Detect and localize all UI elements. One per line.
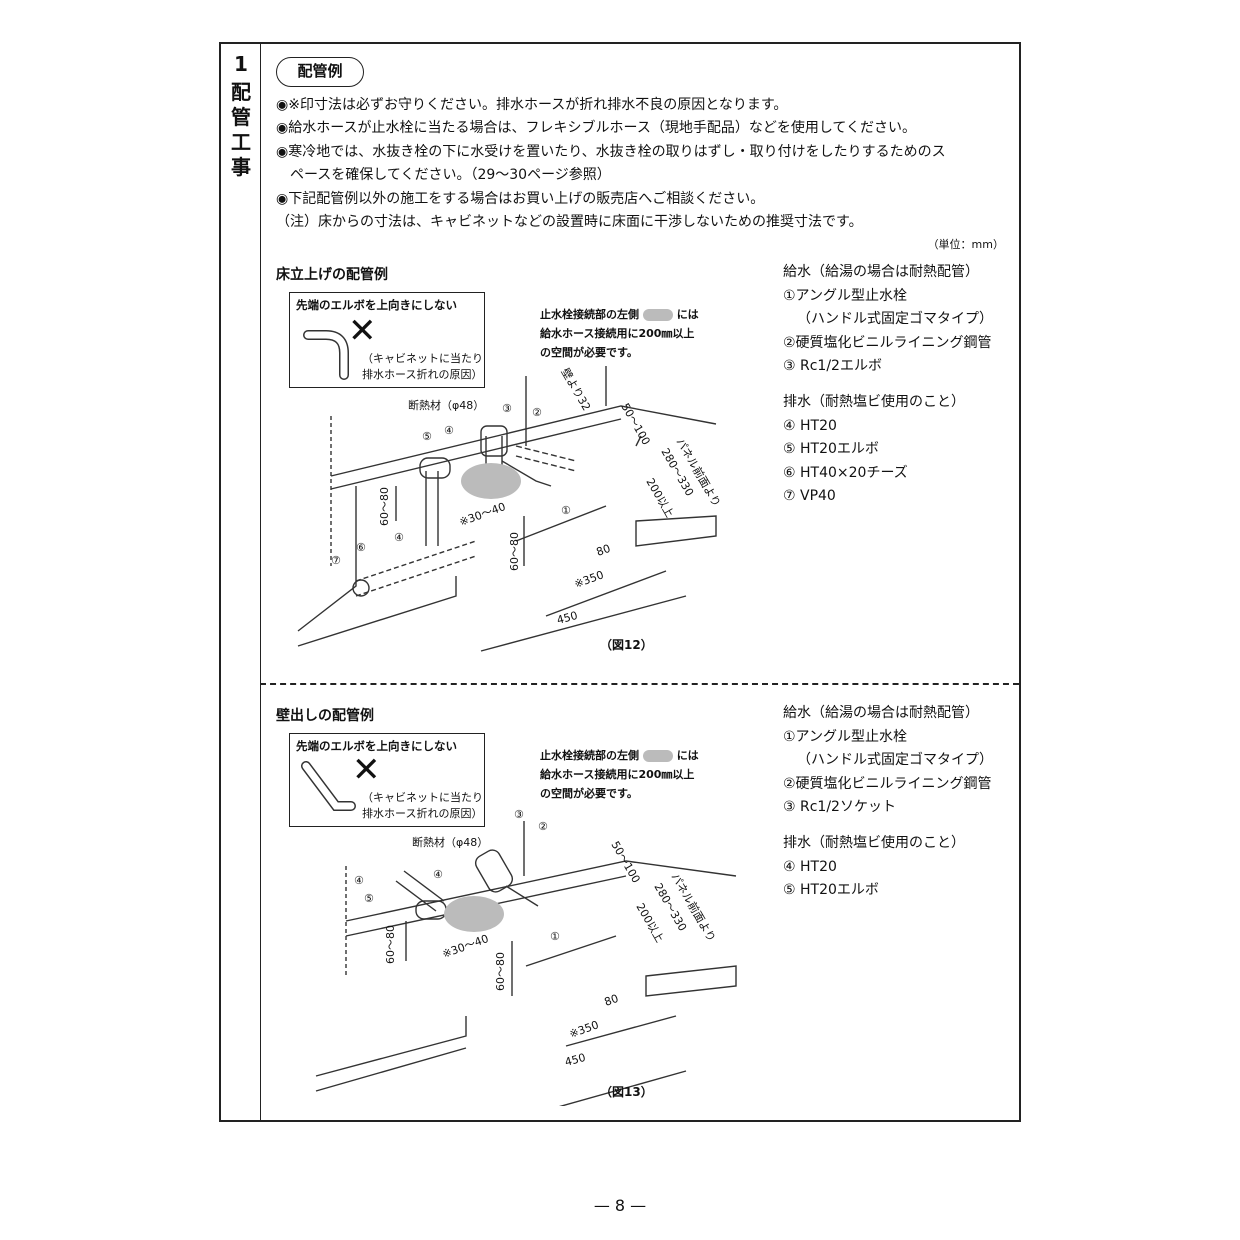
req-text: には bbox=[676, 308, 699, 321]
svg-text:②: ② bbox=[538, 820, 548, 833]
legend-item: ⑦ VP40 bbox=[783, 488, 836, 505]
gray-area-icon bbox=[642, 309, 673, 321]
dim-label: 80 bbox=[603, 992, 621, 1009]
note-line: ◉下記配管例以外の施工をする場合はお買い上げの販売店へご相談ください。 bbox=[276, 191, 765, 207]
legend-heading: 排水（耐熱塩ビ使用のこと） bbox=[783, 393, 965, 410]
legend-item: ③ Rc1/2エルボ bbox=[783, 358, 882, 375]
note-line: ペースを確保してください。（29～30ページ参照） bbox=[276, 167, 611, 183]
section-title: 配 管 工 事 bbox=[221, 80, 261, 180]
elbow-icon bbox=[303, 330, 349, 380]
heading-pill: 配管例 bbox=[276, 57, 364, 87]
unit-label: （単位：mm） bbox=[927, 238, 1004, 251]
callout-title: 先端のエルボを上向きにしない bbox=[296, 298, 457, 312]
legend-item: ①アングル型止水栓 bbox=[783, 728, 907, 745]
legend-item: ⑤ HT20エルボ bbox=[783, 882, 879, 899]
section1-title: 床立上げの配管例 bbox=[276, 267, 388, 283]
legend-item: （ハンドル式固定ゴマタイプ） bbox=[797, 311, 993, 328]
legend-item: ⑥ HT40×20チーズ bbox=[783, 464, 908, 481]
svg-text:⑦: ⑦ bbox=[331, 554, 341, 567]
svg-text:④: ④ bbox=[354, 874, 364, 887]
section-title-char: 管 bbox=[231, 105, 251, 129]
section2-title: 壁出しの配管例 bbox=[276, 708, 374, 724]
callout-text: 排水ホース折れの原因） bbox=[362, 807, 483, 820]
legend-item: ②硬質塩化ビニルライニング鋼管 bbox=[783, 775, 992, 792]
space-requirement: 止水栓接続部の左側 には 給水ホース接続用に200㎜以上 の空間が必要です。 bbox=[540, 305, 699, 362]
parts-legend: 給水（給湯の場合は耐熱配管） ①アングル型止水栓 （ハンドル式固定ゴマタイプ） … bbox=[783, 702, 993, 903]
legend-heading: 排水（耐熱塩ビ使用のこと） bbox=[783, 834, 965, 851]
section-number: 1 bbox=[234, 52, 248, 76]
piping-diagram-floor: 断熱材（φ48） 50～100 パネル前面より 280～330 200以上 60… bbox=[297, 366, 724, 652]
parts-legend: 給水（給湯の場合は耐熱配管） ①アングル型止水栓 （ハンドル式固定ゴマタイプ） … bbox=[783, 261, 993, 509]
elbow-icon bbox=[301, 761, 356, 811]
svg-text:③: ③ bbox=[502, 402, 512, 415]
note-line: ◉寒冷地では、水抜き栓の下に水受けを置いたり、水抜き栓の取りはずし・取り付けをし… bbox=[276, 144, 946, 160]
req-text: の空間が必要です。 bbox=[540, 346, 638, 359]
piping-diagram-wall: 断熱材（φ48） 50～100 パネル前面より 280～330 200以上 60… bbox=[315, 808, 737, 1106]
prohibited-x-icon: ✕ bbox=[348, 311, 377, 351]
section-title-char: 配 bbox=[231, 80, 251, 104]
req-text: 止水栓接続部の左側 bbox=[540, 749, 639, 762]
space-requirement: 止水栓接続部の左側 には 給水ホース接続用に200㎜以上 の空間が必要です。 bbox=[540, 746, 699, 803]
dim-label: 200以上 bbox=[633, 901, 666, 945]
svg-text:①: ① bbox=[550, 930, 560, 943]
section-divider bbox=[260, 683, 1019, 685]
req-text: には bbox=[676, 749, 699, 762]
svg-text:④: ④ bbox=[394, 531, 404, 544]
svg-text:①: ① bbox=[561, 504, 571, 517]
legend-item: ④ HT20 bbox=[783, 858, 837, 875]
section-title-char: 事 bbox=[231, 155, 251, 179]
svg-text:④: ④ bbox=[433, 868, 443, 881]
dim-label: 60～80 bbox=[378, 487, 391, 526]
figure-caption: （図12） bbox=[600, 638, 653, 652]
dim-label: 80 bbox=[595, 542, 613, 559]
section-title-char: 工 bbox=[231, 130, 251, 154]
note-line: ◉給水ホースが止水栓に当たる場合は、フレキシブルホース（現地手配品）などを使用し… bbox=[276, 120, 916, 136]
note-line: ◉※印寸法は必ずお守りください。排水ホースが折れ排水不良の原因となります。 bbox=[276, 97, 788, 113]
legend-item: ④ HT20 bbox=[783, 417, 837, 434]
content-frame: 1 配 管 工 事 bbox=[219, 42, 1021, 1122]
svg-text:②: ② bbox=[532, 406, 542, 419]
dim-label: ※350 bbox=[573, 568, 606, 591]
svg-text:⑥: ⑥ bbox=[356, 541, 366, 554]
req-text: 給水ホース接続用に200㎜以上 bbox=[540, 768, 695, 781]
svg-text:③: ③ bbox=[514, 808, 524, 821]
section-sidebar: 1 配 管 工 事 bbox=[221, 44, 261, 1120]
warning-callout: 先端のエルボを上向きにしない ✕ （キャビネットに当たり 排水ホース折れの原因） bbox=[289, 292, 485, 388]
gray-area-icon bbox=[642, 750, 673, 762]
legend-item: ⑤ HT20エルボ bbox=[783, 441, 879, 458]
callout-title: 先端のエルボを上向きにしない bbox=[296, 739, 457, 753]
dim-label: 50～100 bbox=[618, 401, 652, 447]
req-text: の空間が必要です。 bbox=[540, 787, 638, 800]
legend-item: （ハンドル式固定ゴマタイプ） bbox=[797, 752, 993, 769]
dim-label: 450 bbox=[555, 609, 579, 627]
req-text: 給水ホース接続用に200㎜以上 bbox=[540, 327, 695, 340]
svg-text:⑤: ⑤ bbox=[364, 892, 374, 905]
svg-text:⑤: ⑤ bbox=[422, 430, 432, 443]
dim-label: 壁より32 bbox=[558, 366, 594, 414]
callout-text: 排水ホース折れの原因） bbox=[362, 368, 483, 381]
legend-item: ③ Rc1/2ソケット bbox=[783, 799, 896, 816]
dim-label: ※30～40 bbox=[441, 932, 491, 961]
legend-item: ①アングル型止水栓 bbox=[783, 287, 907, 304]
svg-text:④: ④ bbox=[444, 424, 454, 437]
dim-label: 60～80 bbox=[494, 952, 507, 991]
dim-insulation: 断熱材（φ48） bbox=[412, 835, 488, 849]
dim-label: 60～80 bbox=[384, 925, 397, 964]
dim-label: 200以上 bbox=[643, 476, 676, 520]
legend-heading: 給水（給湯の場合は耐熱配管） bbox=[783, 264, 979, 280]
req-text: 止水栓接続部の左側 bbox=[540, 308, 639, 321]
dim-label: 60～80 bbox=[508, 532, 521, 571]
note-line: （注）床からの寸法は、キャビネットなどの設置時に床面に干渉しないための推奨寸法で… bbox=[276, 214, 863, 230]
legend-heading: 給水（給湯の場合は耐熱配管） bbox=[783, 705, 979, 721]
page-number: — 8 — bbox=[593, 1196, 647, 1215]
warning-callout: 先端のエルボを上向きにしない ✕ （キャビネットに当たり 排水ホース折れの原因） bbox=[289, 733, 485, 827]
callout-text: （キャビネットに当たり bbox=[362, 791, 483, 804]
dim-label: 450 bbox=[563, 1051, 587, 1069]
figure-caption: （図13） bbox=[600, 1085, 653, 1099]
prohibited-x-icon: ✕ bbox=[352, 750, 381, 790]
legend-item: ②硬質塩化ビニルライニング鋼管 bbox=[783, 334, 992, 351]
dim-label: ※30～40 bbox=[458, 500, 508, 529]
callout-text: （キャビネットに当たり bbox=[362, 352, 483, 365]
dim-insulation: 断熱材（φ48） bbox=[408, 398, 484, 412]
